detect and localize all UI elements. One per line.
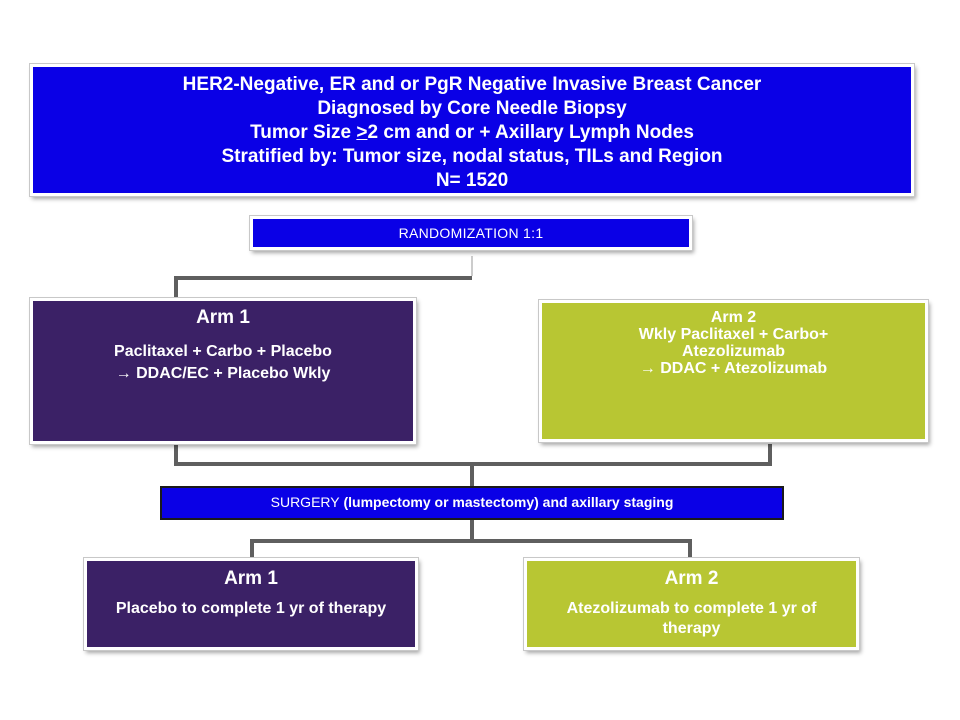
eligibility-box: HER2-Negative, ER and or PgR Negative In… bbox=[29, 63, 915, 197]
tumor-size-operator: > bbox=[356, 122, 368, 143]
eligibility-line-1: HER2-Negative, ER and or PgR Negative In… bbox=[182, 74, 762, 95]
arm2-followup-box: Arm 2 Atezolizumab to complete 1 yr of t… bbox=[523, 557, 860, 651]
arm1-line-2: → DDAC/EC + Placebo Wkly bbox=[115, 365, 331, 382]
arm2-line-1: Wkly Paclitaxel + Carbo+ bbox=[638, 326, 829, 343]
arm2-treatment-box: Arm 2 Wkly Paclitaxel + Carbo+ Atezolizu… bbox=[538, 299, 929, 443]
tumor-size-suffix: 2 cm and or + Axillary Lymph Nodes bbox=[367, 122, 694, 143]
arm2-followup-title: Arm 2 bbox=[664, 568, 719, 589]
randomization-label: RANDOMIZATION 1:1 bbox=[398, 225, 544, 241]
arm1-followup-text: Placebo to complete 1 yr of therapy bbox=[115, 600, 387, 617]
surgery-box: SURGERY (lumpectomy or mastectomy) and a… bbox=[160, 486, 784, 520]
arm2-followup-text: Atezolizumab to complete 1 yr of therapy bbox=[566, 600, 817, 637]
eligibility-line-2: Diagnosed by Core Needle Biopsy bbox=[317, 98, 627, 119]
arm2-title: Arm 2 bbox=[710, 309, 757, 326]
arm2-line-2: Atezolizumab bbox=[681, 343, 786, 360]
arm1-title: Arm 1 bbox=[196, 307, 250, 328]
surgery-detail: (lumpectomy or mastectomy) and axillary … bbox=[339, 494, 674, 510]
arm1-regimen: Paclitaxel + Carbo + Placebo → DDAC/EC +… bbox=[33, 341, 413, 385]
surgery-label: SURGERY bbox=[270, 494, 340, 510]
arm1-followup-box: Arm 1 Placebo to complete 1 yr of therap… bbox=[83, 557, 419, 651]
eligibility-line-3: Tumor Size >2 cm and or + Axillary Lymph… bbox=[33, 121, 911, 145]
arm1-treatment-box: Arm 1 Paclitaxel + Carbo + Placebo → DDA… bbox=[29, 297, 417, 445]
eligibility-line-4: Stratified by: Tumor size, nodal status,… bbox=[221, 146, 723, 167]
arm1-line-1: Paclitaxel + Carbo + Placebo bbox=[114, 343, 332, 360]
tumor-size-prefix: Tumor Size bbox=[250, 122, 357, 143]
arm2-line-3: → DDAC + Atezolizumab bbox=[639, 360, 828, 377]
eligibility-line-5: N= 1520 bbox=[435, 170, 509, 191]
randomization-box: RANDOMIZATION 1:1 bbox=[249, 215, 693, 251]
arm1-followup-title: Arm 1 bbox=[224, 568, 278, 589]
